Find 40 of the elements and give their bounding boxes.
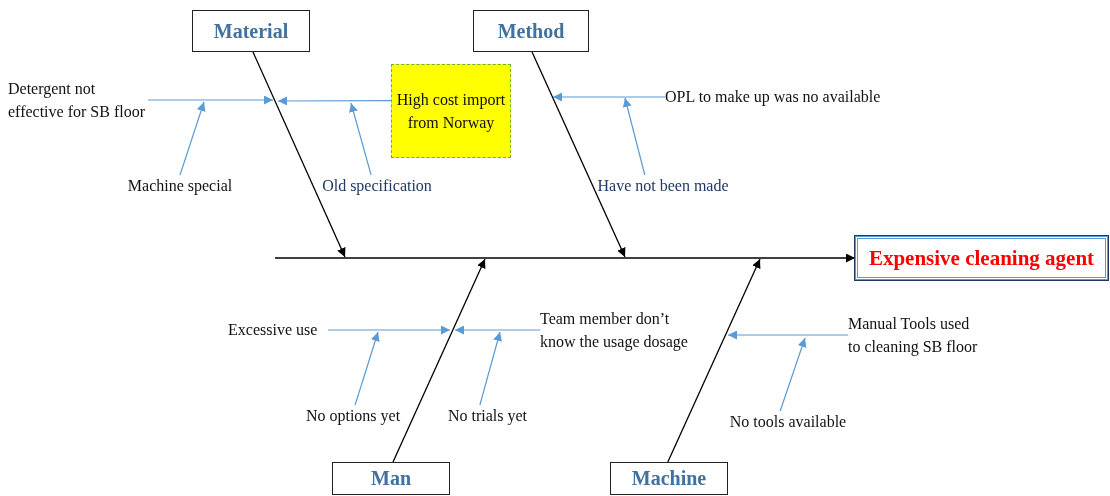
category-label: Method bbox=[497, 18, 565, 44]
sub-cause-text: No trials yet bbox=[447, 406, 528, 427]
category-box bbox=[192, 10, 310, 52]
cause-arrow bbox=[349, 102, 372, 176]
category-label: Material bbox=[213, 18, 289, 44]
sub-cause-text: Have not been made bbox=[597, 176, 729, 197]
category-box bbox=[332, 462, 450, 495]
cause-arrow bbox=[147, 95, 274, 105]
category-box bbox=[473, 10, 589, 52]
cause-arrow bbox=[727, 330, 849, 340]
bone-arrow bbox=[392, 258, 486, 463]
note-text: High cost import from Norway bbox=[395, 89, 507, 134]
cause-arrow bbox=[179, 101, 206, 176]
cause-arrow bbox=[622, 97, 646, 176]
effect-label: Expensive cleaning agent bbox=[868, 244, 1095, 272]
bone-arrow bbox=[274, 253, 856, 263]
bone-arrow bbox=[667, 258, 761, 463]
sub-cause-text: Machine special bbox=[127, 176, 233, 197]
cause-text: Excessive use bbox=[228, 320, 318, 341]
category-label: Man bbox=[371, 466, 411, 491]
cause-arrow bbox=[327, 325, 451, 335]
cause-arrow bbox=[354, 331, 380, 406]
sub-cause-text: No tools available bbox=[729, 412, 847, 433]
cause-arrow bbox=[479, 331, 502, 406]
cause-text: Team member don’t know the usage dosage bbox=[540, 308, 689, 353]
sub-cause-text: No options yet bbox=[305, 406, 401, 427]
cause-arrow bbox=[454, 325, 541, 335]
cause-arrow bbox=[779, 337, 807, 412]
note-box bbox=[391, 64, 511, 158]
effect-box bbox=[855, 236, 1108, 280]
cause-text: OPL to make up was no available bbox=[665, 87, 881, 108]
cause-arrow bbox=[552, 92, 666, 102]
cause-text: Detergent not effective for SB floor bbox=[8, 78, 146, 122]
cause-text: Manual Tools used to cleaning SB floor bbox=[848, 313, 979, 358]
bone-arrow bbox=[531, 51, 626, 258]
bone-arrow bbox=[252, 51, 346, 258]
category-box bbox=[610, 462, 728, 495]
category-label: Machine bbox=[631, 466, 707, 491]
sub-cause-text: Old specification bbox=[322, 176, 432, 197]
cause-arrow bbox=[277, 96, 392, 106]
